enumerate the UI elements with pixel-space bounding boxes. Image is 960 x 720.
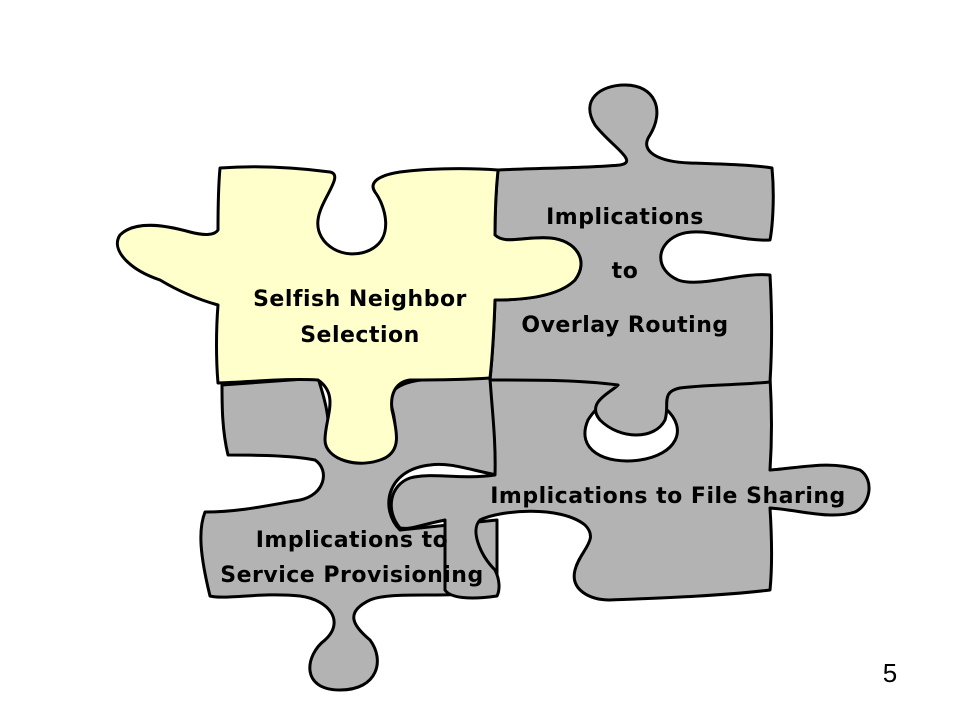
selfish-label-line-2: Selection	[300, 323, 420, 348]
overlay-label-line-1: Implications	[546, 205, 704, 230]
overlay-label-line-2: to	[612, 259, 639, 284]
selfish-label-line-1: Selfish Neighbor	[253, 287, 467, 312]
page-number: 5	[882, 658, 898, 688]
overlay-label-line-3: Overlay Routing	[521, 313, 728, 338]
file-sharing-label: Implications to File Sharing	[490, 484, 846, 509]
service-label-line-2: Service Provisioning	[220, 563, 483, 588]
puzzle-piece-selfish-neighbor-selection	[116, 165, 583, 465]
service-label-line-1: Implications to	[256, 528, 449, 553]
puzzle-piece-file-sharing	[389, 373, 871, 602]
